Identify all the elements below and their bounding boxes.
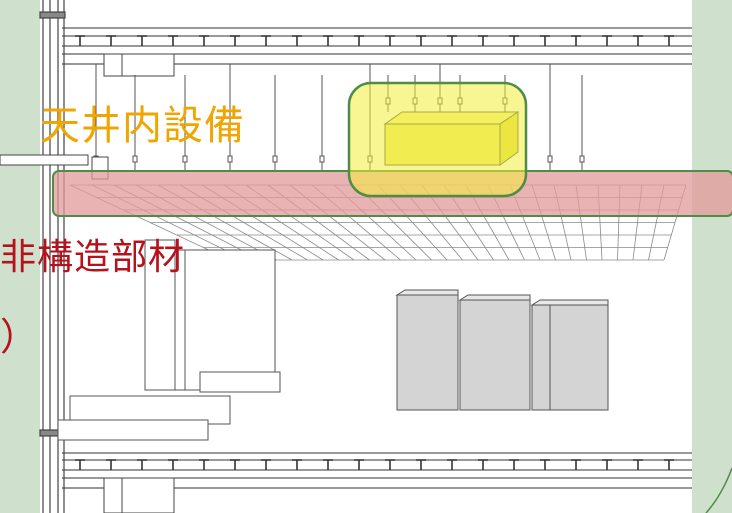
interior-partition [57,239,281,441]
ceiling-equipment-label: 天井内設備 [40,103,245,149]
non-structural-member-label: 非構造部材 [0,237,186,278]
upper-slab-ribs [75,35,674,46]
hanger-clip [319,155,325,163]
hanger-clip [227,155,233,163]
server-racks [395,289,609,411]
lower-slab-ribs [75,459,674,470]
closing-paren-label: ） [0,315,39,359]
hanger-clip [182,155,188,163]
hanger-clip [272,155,278,163]
lower-beam [103,477,175,513]
hanger-clip [132,155,138,163]
left-facade [39,0,66,513]
upper-beam [103,53,175,77]
corner-arc [705,467,732,513]
hanger-clip [547,155,553,163]
hanger-clip [579,155,585,163]
ceiling-equipment-highlight [347,81,528,198]
